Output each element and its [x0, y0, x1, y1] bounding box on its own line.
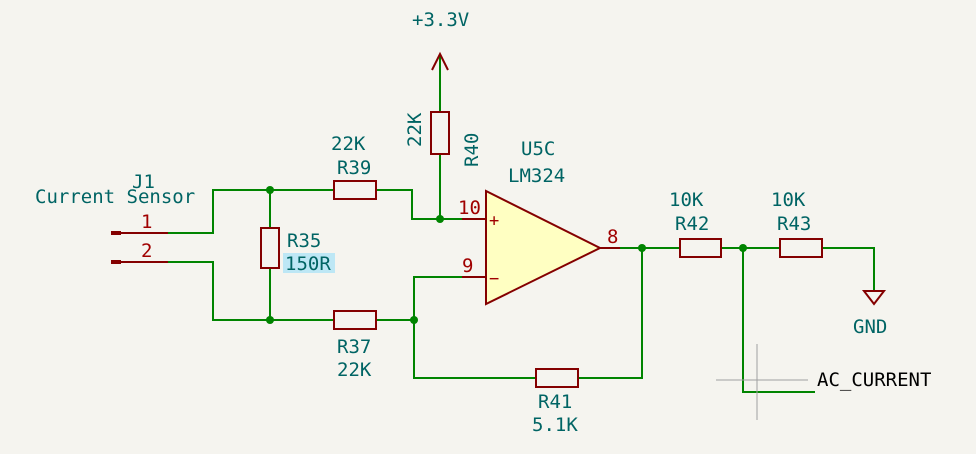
j1-pin1-stub	[111, 231, 121, 235]
wire-to-r41	[413, 320, 536, 379]
r41-ref: R41	[538, 391, 572, 413]
ground-icon	[861, 290, 887, 306]
resistor-r35[interactable]: R35 150R	[260, 227, 335, 275]
opamp-u5c[interactable]: + − 10 9 8 U5C LM324	[458, 138, 620, 306]
j1-pin2-number: 2	[141, 240, 152, 262]
resistor-r40[interactable]: 22K R40	[404, 111, 483, 167]
gnd-label: GND	[853, 316, 887, 338]
r39-body	[333, 180, 377, 200]
opamp-pin-minus-number: 9	[462, 255, 473, 277]
wire-r39-to-plus	[376, 189, 440, 220]
vcc-label: +3.3V	[412, 9, 469, 31]
power-gnd[interactable]: GND	[853, 290, 887, 338]
resistor-r37[interactable]: R37 22K	[333, 310, 377, 381]
wire-r43-to-gnd	[822, 247, 875, 291]
resistor-r41[interactable]: R41 5.1K	[532, 368, 579, 436]
r37-ref: R37	[337, 336, 371, 358]
wire-j1-pin1	[168, 189, 270, 234]
r43-ref: R43	[777, 213, 811, 235]
wire-j1-pin2	[168, 261, 270, 321]
j1-ref: J1	[132, 171, 155, 193]
r39-ref: R39	[337, 157, 371, 179]
r35-body	[260, 227, 280, 269]
j1-value: Current Sensor	[35, 186, 195, 208]
r43-body	[779, 238, 823, 258]
r35-value-highlight	[283, 253, 335, 273]
opamp-ref: U5C	[521, 138, 555, 160]
r42-ref: R42	[675, 213, 709, 235]
r37-value: 22K	[337, 359, 372, 381]
r35-ref: R35	[287, 230, 321, 252]
opamp-pin-out-number: 8	[607, 226, 618, 248]
junction-plus	[436, 215, 444, 223]
r42-body	[679, 238, 722, 258]
junction-minus	[410, 316, 418, 324]
junctions	[266, 186, 747, 324]
junction-output	[638, 244, 646, 252]
opamp-minus-sign: −	[489, 269, 499, 289]
connector-j1[interactable]: J1 Current Sensor 1 2	[35, 171, 195, 264]
junction-top	[266, 186, 274, 194]
r40-value: 22K	[404, 112, 426, 147]
opamp-pin-plus-number: 10	[458, 197, 481, 219]
j1-pin2-stub	[111, 260, 121, 264]
r40-ref: R40	[461, 133, 483, 167]
resistor-r43[interactable]: 10K R43	[771, 189, 823, 258]
r41-value: 5.1K	[532, 414, 578, 436]
power-vcc[interactable]: +3.3V	[412, 9, 469, 71]
net-label-text: AC_CURRENT	[817, 369, 931, 391]
opamp-body	[485, 189, 603, 306]
wire-to-pin9	[413, 276, 462, 320]
opamp-value: LM324	[508, 165, 565, 187]
r42-value: 10K	[669, 189, 704, 211]
resistor-r42[interactable]: 10K R42	[669, 189, 722, 258]
opamp-plus-sign: +	[489, 211, 499, 231]
wire-to-ac-current	[742, 248, 815, 393]
cursor-crosshair	[716, 344, 808, 420]
r40-body	[430, 111, 450, 155]
r43-value: 10K	[771, 189, 806, 211]
vcc-arrow-icon	[431, 51, 449, 71]
r37-body	[333, 310, 377, 330]
wire-r41-to-output	[578, 248, 643, 379]
j1-pin1-number: 1	[141, 211, 152, 233]
net-label-ac-current[interactable]: AC_CURRENT	[817, 369, 931, 391]
r41-body	[535, 368, 579, 388]
junction-mid	[739, 244, 747, 252]
junction-bottom	[266, 316, 274, 324]
r35-value: 150R	[285, 253, 331, 275]
r39-value: 22K	[331, 133, 366, 155]
resistor-r39[interactable]: 22K R39	[331, 133, 377, 200]
